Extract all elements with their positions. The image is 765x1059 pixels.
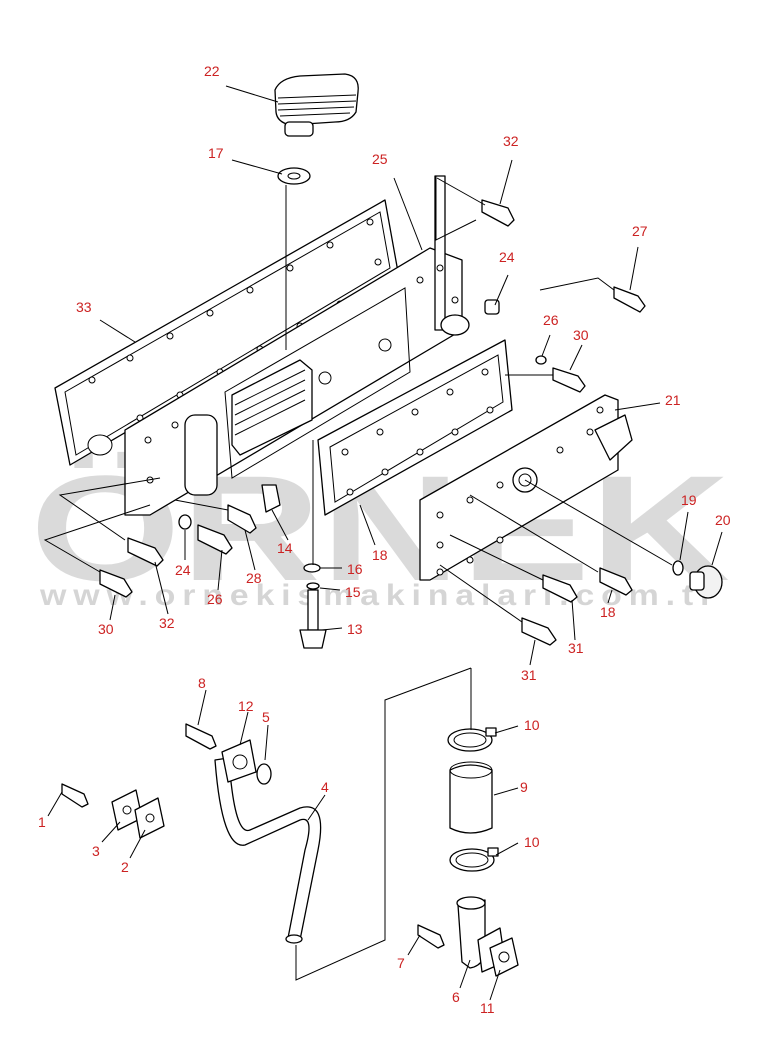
callout-10-bottom: 10 <box>524 834 540 850</box>
flange-2-3 <box>111 789 165 839</box>
callout-1: 1 <box>38 814 46 830</box>
callout-32-top: 32 <box>503 133 519 149</box>
callout-6: 6 <box>452 989 460 1005</box>
hose-9 <box>449 761 493 834</box>
gasket-17 <box>277 167 311 185</box>
callout-11: 11 <box>480 1000 495 1016</box>
callout-14: 15 <box>345 584 361 600</box>
bolts <box>99 199 646 649</box>
callout-18: 18 <box>600 604 616 620</box>
gasket-11 <box>489 937 519 977</box>
reference-lines <box>43 176 673 981</box>
bolt-8 <box>185 723 217 750</box>
callout-20: 19 <box>681 492 697 508</box>
callout-32-left: 32 <box>159 615 175 631</box>
bolt-1 <box>61 783 89 808</box>
callout-27: 26 <box>207 591 223 607</box>
callout-30-right: 30 <box>573 327 589 343</box>
callout-10-top: 10 <box>524 717 540 733</box>
callout-30-left: 30 <box>98 621 114 637</box>
callout-2: 2 <box>121 859 129 875</box>
bolt-7 <box>417 924 445 949</box>
o-ring-20 <box>672 560 684 576</box>
callout-13: 13 <box>347 621 363 637</box>
callout-labels: 22 17 25 32 27 24 26 30 21 33 19 20 18 1… <box>38 63 731 1016</box>
callout-29: 27 <box>632 223 648 239</box>
callout-22: 21 <box>665 392 681 408</box>
callout-7: 7 <box>397 955 405 971</box>
callout-23: 22 <box>204 63 220 79</box>
callout-4: 4 <box>321 779 329 795</box>
oil-cooler-element <box>231 359 313 456</box>
callout-17: 17 <box>208 145 224 161</box>
callout-12: 12 <box>238 698 254 714</box>
clamp-10-bottom <box>449 847 499 872</box>
o-ring-5 <box>256 763 272 785</box>
callout-33: 33 <box>76 299 92 315</box>
flange-12 <box>221 739 257 783</box>
callout-25: 25 <box>372 151 388 167</box>
callout-24-top: 24 <box>499 249 515 265</box>
callout-31-right: 31 <box>568 640 584 656</box>
callout-15: 14 <box>277 540 293 556</box>
callout-leaders <box>47 85 723 1001</box>
callout-31-bottom: 31 <box>521 667 537 683</box>
callout-26: 26 <box>543 312 559 328</box>
callout-28: 28 <box>246 570 262 586</box>
elbow-6 <box>456 896 506 973</box>
callout-9: 9 <box>520 779 528 795</box>
pipe-4 <box>214 757 322 944</box>
gasket-19 <box>317 339 513 516</box>
watermark-url: www.ornekismakinalari.com.tr <box>39 579 720 612</box>
oil-cooler-23 <box>274 73 359 137</box>
plug-21 <box>689 565 723 599</box>
callout-24-left: 24 <box>175 562 191 578</box>
callout-21: 20 <box>715 512 731 528</box>
cover-plate-22 <box>419 394 633 581</box>
callout-3: 3 <box>92 843 100 859</box>
callout-8: 8 <box>198 675 206 691</box>
clamp-10-top <box>447 727 497 752</box>
callout-5: 5 <box>262 709 270 725</box>
callout-19: 18 <box>372 547 388 563</box>
callout-16: 16 <box>347 561 363 577</box>
